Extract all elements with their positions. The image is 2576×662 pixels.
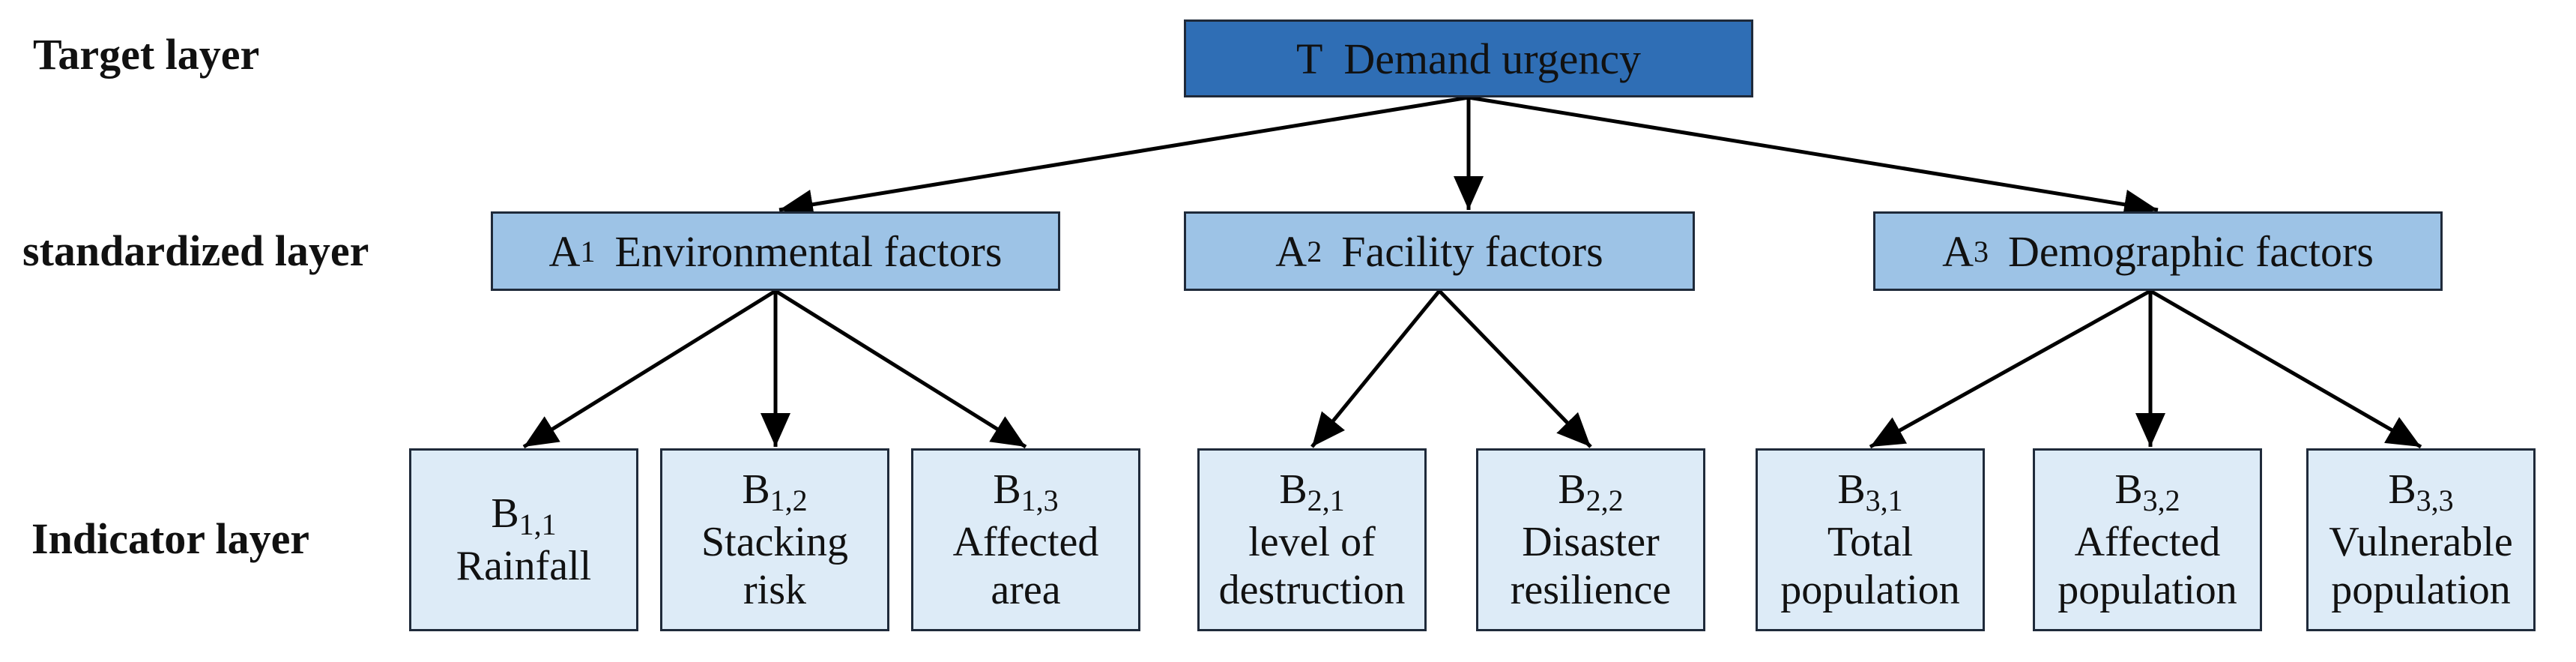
- node-code-subscript: 2,1: [1307, 483, 1345, 517]
- indicator-node-b11: B1,1 Rainfall: [409, 448, 638, 631]
- node-code-letter: A: [1275, 226, 1307, 276]
- indicator-node-b31: B3,1 Total population: [1756, 448, 1985, 631]
- arrow-a1-b13: [774, 289, 1027, 449]
- standardized-layer-label: standardized layer: [22, 226, 369, 275]
- node-code-subscript: 3,3: [2416, 483, 2454, 517]
- node-name-line: Affected: [952, 518, 1099, 565]
- node-code-subscript: 3: [1973, 234, 1989, 268]
- node-name-line: Total: [1827, 518, 1914, 565]
- node-code-subscript: 3,1: [1865, 483, 1903, 517]
- node-name-line: Rainfall: [456, 542, 592, 589]
- arrow-a2-b21: [1310, 289, 1441, 448]
- indicator-node-b33: B3,3 Vulnerable population: [2306, 448, 2536, 631]
- node-name: Environmental factors: [614, 226, 1003, 276]
- arrow-a1-b11: [522, 289, 777, 449]
- node-code-subscript: 2: [1307, 234, 1322, 268]
- node-name-line: population: [1780, 567, 1960, 613]
- arrow-a2-b22: [1438, 289, 1592, 448]
- indicator-node-b32: B3,2 Affected population: [2033, 448, 2262, 631]
- node-name-line: Disaster: [1522, 518, 1660, 565]
- node-name-line: population: [2058, 567, 2237, 613]
- indicator-node-b12: B1,2 Stacking risk: [660, 448, 889, 631]
- arrow-a3-b31: [1869, 289, 2152, 449]
- indicator-node-b21: B2,1 level of destruction: [1197, 448, 1427, 631]
- indicator-node-b13: B1,3 Affected area: [911, 448, 1140, 631]
- node-code-letter: B: [2388, 466, 2416, 513]
- node-code-letter: B: [993, 466, 1021, 513]
- node-code-subscript: 2,2: [1585, 483, 1624, 517]
- node-code-letter: A: [1942, 226, 1974, 276]
- node-code-subscript: 1: [580, 234, 596, 268]
- node-name: Demographic factors: [2007, 226, 2374, 276]
- node-name-line: population: [2331, 567, 2511, 613]
- node-code-subscript: 3,2: [2142, 483, 2180, 517]
- arrow-t-a1: [778, 95, 1469, 220]
- node-name-line: risk: [743, 567, 806, 613]
- indicator-node-b22: B2,2 Disaster resilience: [1476, 448, 1705, 631]
- node-name-line: level of: [1248, 518, 1376, 565]
- node-code-subscript: 1,3: [1021, 483, 1059, 517]
- node-code-letter: A: [548, 226, 581, 276]
- target-node-label: T Demand urgency: [1295, 34, 1642, 83]
- node-code-letter: B: [1279, 466, 1307, 513]
- node-name-line: resilience: [1510, 567, 1672, 613]
- node-code-letter: B: [1837, 466, 1866, 513]
- target-layer-label: Target layer: [33, 30, 260, 79]
- node-code-letter: B: [491, 490, 519, 537]
- node-code-letter: B: [1558, 466, 1586, 513]
- target-node: T Demand urgency: [1184, 19, 1753, 97]
- node-name-line: Stacking: [701, 518, 848, 565]
- indicator-layer-label: Indicator layer: [31, 514, 310, 563]
- node-name-line: area: [991, 567, 1061, 613]
- node-code-subscript: 1,1: [518, 507, 557, 541]
- node-name-line: destruction: [1218, 567, 1406, 613]
- node-name-line: Vulnerable: [2329, 518, 2513, 565]
- node-code-letter: B: [742, 466, 770, 513]
- node-code-subscript: 1,2: [770, 483, 808, 517]
- arrow-t-a3: [1468, 95, 2159, 220]
- node-code-letter: B: [2114, 466, 2143, 513]
- node-name-line: Affected: [2074, 518, 2221, 565]
- node-name: Facility factors: [1341, 226, 1603, 276]
- arrow-a3-b33: [2149, 289, 2422, 449]
